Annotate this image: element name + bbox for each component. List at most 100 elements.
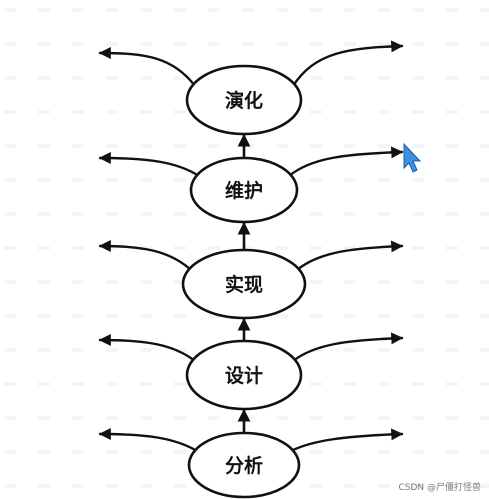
branch-arrow-right-sheji	[291, 332, 404, 363]
grid-dot	[72, 246, 84, 250]
grid-dot	[310, 416, 322, 420]
grid-dot	[174, 178, 186, 182]
grid-dot	[276, 144, 288, 148]
grid-dot	[106, 314, 118, 318]
grid-dot	[4, 144, 16, 148]
grid-dot	[174, 42, 186, 46]
grid-dot	[310, 314, 322, 318]
grid-dot	[140, 314, 152, 318]
grid-dot	[446, 382, 458, 386]
grid-dot	[378, 484, 390, 488]
node-label-weihu: 维护	[225, 179, 263, 202]
grid-dot	[480, 348, 489, 352]
grid-dot	[378, 8, 390, 12]
grid-dot	[106, 416, 118, 420]
grid-dot	[310, 178, 322, 182]
grid-dot	[38, 348, 50, 352]
grid-dot	[480, 450, 489, 454]
grid-dot	[106, 484, 118, 488]
grid-dot	[106, 178, 118, 182]
grid-dot	[140, 8, 152, 12]
grid-dot	[480, 144, 489, 148]
node-label-yanhua: 演化	[225, 89, 263, 112]
grid-dot	[480, 178, 489, 182]
grid-dot	[72, 416, 84, 420]
grid-dot	[344, 416, 356, 420]
grid-dot	[4, 450, 16, 454]
grid-dot	[480, 382, 489, 386]
grid-dot	[310, 8, 322, 12]
grid-dot	[344, 144, 356, 148]
grid-dot	[208, 8, 220, 12]
grid-dot	[106, 76, 118, 80]
grid-dot	[140, 382, 152, 386]
node-label-shixian: 实现	[225, 273, 263, 296]
grid-dot	[412, 42, 424, 46]
grid-dot	[38, 110, 50, 114]
grid-dot	[106, 212, 118, 216]
grid-dot	[174, 280, 186, 284]
node-shixian: 实现	[181, 248, 307, 320]
grid-dot	[378, 178, 390, 182]
grid-dot	[344, 348, 356, 352]
node-yanhua: 演化	[185, 64, 303, 136]
grid-dot	[4, 42, 16, 46]
grid-dot	[446, 416, 458, 420]
grid-dot	[174, 314, 186, 318]
node-fenxi: 分析	[187, 431, 301, 499]
grid-dot	[446, 484, 458, 488]
grid-dot	[378, 314, 390, 318]
grid-dot	[480, 246, 489, 250]
grid-dot	[72, 212, 84, 216]
branch-arrow-right-yanhua	[291, 40, 404, 88]
watermark: CSDN @尸僵打怪兽	[398, 483, 481, 493]
grid-dot	[174, 450, 186, 454]
grid-dot	[4, 348, 16, 352]
grid-dot	[72, 382, 84, 386]
grid-dot	[174, 212, 186, 216]
node-ellipse-fenxi	[187, 431, 301, 499]
grid-dot	[344, 212, 356, 216]
grid-dot	[446, 76, 458, 80]
grid-dot	[480, 280, 489, 284]
node-label-fenxi: 分析	[225, 454, 263, 477]
grid-dot	[378, 42, 390, 46]
grid-dot	[310, 110, 322, 114]
grid-dot	[344, 110, 356, 114]
grid-dot	[378, 348, 390, 352]
grid-dot	[446, 280, 458, 284]
grid-dot	[4, 246, 16, 250]
grid-dot	[4, 280, 16, 284]
grid-dot	[378, 110, 390, 114]
branch-arrow-left-shixian	[98, 240, 193, 272]
node-ellipse-yanhua	[185, 64, 303, 136]
grid-dot	[38, 144, 50, 148]
branch-arrow-left-fenxi	[98, 428, 199, 453]
grid-dot	[446, 246, 458, 250]
grid-dot	[276, 212, 288, 216]
grid-dot	[480, 314, 489, 318]
grid-dot	[4, 212, 16, 216]
grid-dot	[344, 246, 356, 250]
grid-dot	[412, 484, 424, 488]
branch-arrow-left-weihu	[98, 152, 201, 178]
grid-dot	[174, 484, 186, 488]
grid-dot	[38, 484, 50, 488]
grid-dot	[412, 416, 424, 420]
grid-dot	[310, 144, 322, 148]
grid-dot	[412, 314, 424, 318]
grid-dot	[140, 42, 152, 46]
grid-dot	[72, 42, 84, 46]
grid-dot	[480, 8, 489, 12]
grid-dot	[344, 450, 356, 454]
grid-dot	[480, 416, 489, 420]
node-ellipse-shixian	[181, 248, 307, 320]
grid-dot	[310, 450, 322, 454]
grid-dot	[412, 246, 424, 250]
grid-dot	[106, 8, 118, 12]
grid-dot	[446, 450, 458, 454]
grid-dot	[72, 280, 84, 284]
grid-dot	[106, 246, 118, 250]
grid-dot	[106, 144, 118, 148]
grid-dot	[378, 450, 390, 454]
